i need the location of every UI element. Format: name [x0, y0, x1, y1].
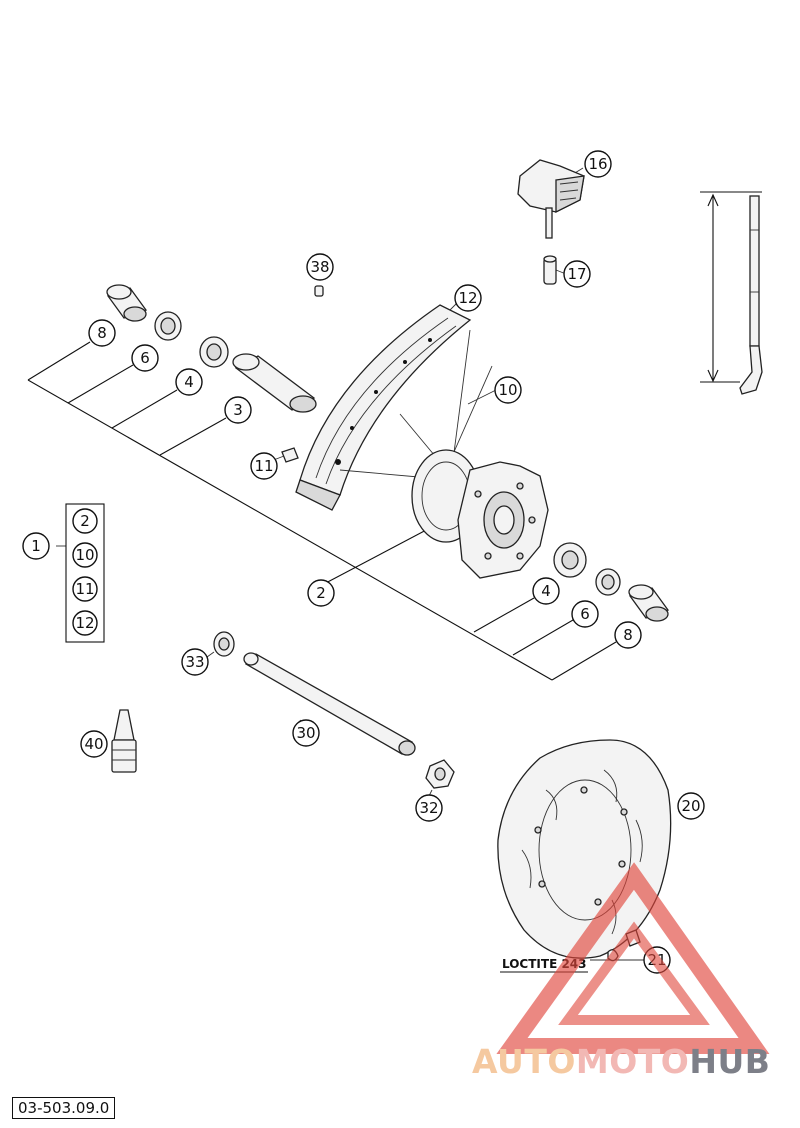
- svg-text:38: 38: [310, 258, 329, 276]
- callout-12: 12: [454, 284, 482, 312]
- set-bracket: [65, 503, 105, 643]
- left-seal-part: [154, 311, 182, 341]
- spoke-nipple-part: [281, 447, 299, 463]
- spacer-part: [232, 353, 317, 413]
- set-item-2: 2: [72, 508, 98, 534]
- callout-6-right: 6: [571, 600, 599, 628]
- hub-part: [411, 449, 549, 579]
- svg-text:8: 8: [97, 324, 107, 342]
- grease-tube-part: [111, 709, 137, 773]
- set-item-10: 10: [72, 542, 98, 568]
- svg-text:3: 3: [233, 401, 243, 419]
- right-bearing-part: [553, 542, 587, 578]
- svg-text:16: 16: [588, 155, 607, 173]
- callout-10: 10: [494, 376, 522, 404]
- svg-text:30: 30: [296, 724, 315, 742]
- spoke-length-diagram: [700, 191, 763, 395]
- callout-8-left: 8: [88, 319, 116, 347]
- svg-text:12: 12: [458, 289, 477, 307]
- watermark-logo: [496, 862, 770, 1054]
- brake-disc-part: [497, 739, 672, 959]
- axle-part: [243, 652, 416, 756]
- callout-8-right: 8: [614, 621, 642, 649]
- svg-text:10: 10: [75, 546, 94, 564]
- rim-part: [295, 304, 472, 511]
- svg-text:20: 20: [681, 797, 700, 815]
- callout-2: 2: [307, 579, 335, 607]
- set-item-11: 11: [72, 576, 98, 602]
- callout-3: 3: [224, 396, 252, 424]
- svg-text:4: 4: [184, 373, 194, 391]
- collar-33-part: [213, 631, 235, 657]
- svg-text:4: 4: [541, 582, 551, 600]
- callout-33: 33: [181, 648, 209, 676]
- svg-text:8: 8: [623, 626, 633, 644]
- callout-16: 16: [584, 150, 612, 178]
- callout-4-right: 4: [532, 577, 560, 605]
- callout-11: 11: [250, 452, 278, 480]
- svg-text:6: 6: [580, 605, 590, 623]
- callout-6-left: 6: [131, 344, 159, 372]
- watermark-text: AUTOMOTOHUB: [472, 1042, 771, 1081]
- callout-40: 40: [80, 730, 108, 758]
- svg-text:33: 33: [185, 653, 204, 671]
- callout-1: 1: [22, 532, 50, 560]
- svg-text:11: 11: [75, 580, 94, 598]
- set-item-12: 12: [72, 610, 98, 636]
- svg-text:1: 1: [31, 537, 41, 555]
- svg-text:12: 12: [75, 614, 94, 632]
- svg-text:6: 6: [140, 349, 150, 367]
- svg-text:11: 11: [254, 457, 273, 475]
- svg-text:10: 10: [498, 381, 517, 399]
- callout-17: 17: [563, 260, 591, 288]
- drawing-code-label: 03-503.09.0: [12, 1097, 116, 1119]
- callout-4-left: 4: [175, 368, 203, 396]
- axle-nut-part: [425, 759, 455, 789]
- svg-text:17: 17: [567, 265, 586, 283]
- right-seal-part: [595, 568, 621, 596]
- svg-text:2: 2: [316, 584, 326, 602]
- callout-30: 30: [292, 719, 320, 747]
- left-bearing-part: [199, 336, 229, 368]
- valve-cap-part: [517, 159, 585, 239]
- callout-20: 20: [677, 792, 705, 820]
- callout-32: 32: [415, 794, 443, 822]
- nipple-38-part: [314, 285, 324, 297]
- svg-text:40: 40: [84, 735, 103, 753]
- left-bushing-part: [106, 284, 148, 322]
- svg-text:2: 2: [80, 512, 90, 530]
- right-bushing-part: [628, 584, 670, 622]
- svg-text:32: 32: [419, 799, 438, 817]
- sleeve-17-part: [543, 255, 557, 285]
- callout-38: 38: [306, 253, 334, 281]
